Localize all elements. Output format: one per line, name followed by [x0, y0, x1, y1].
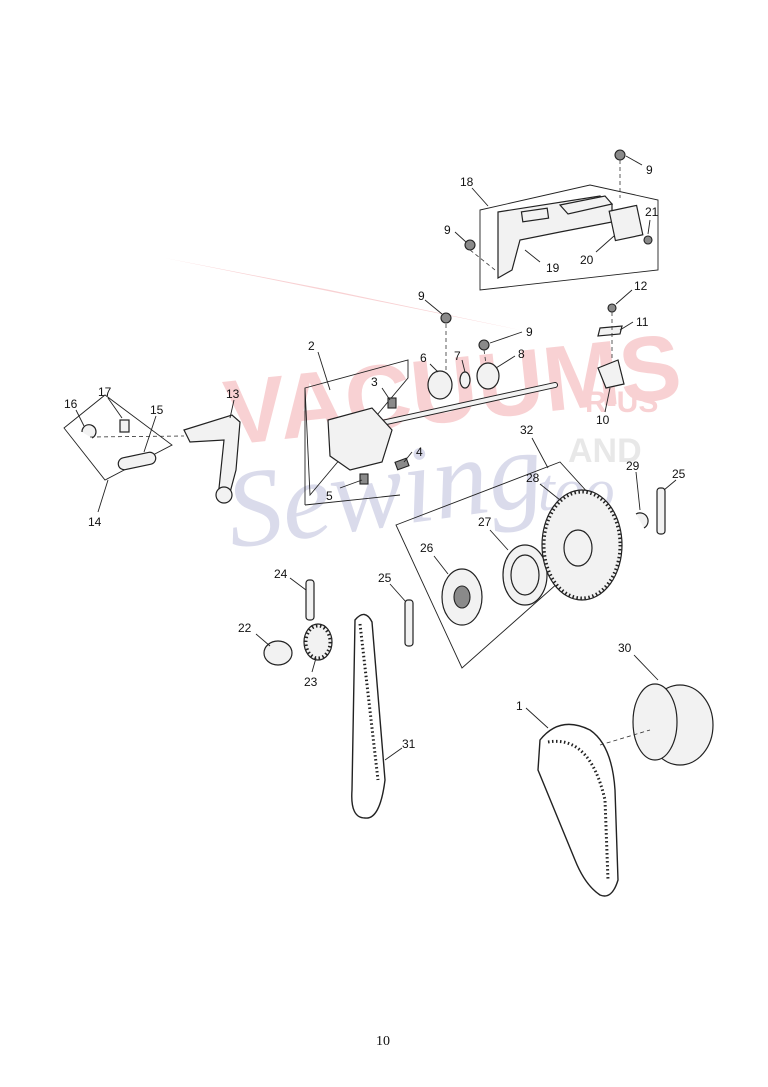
- pulley-30: [599, 683, 714, 766]
- gear-23: [303, 623, 333, 661]
- watermark-swoosh: [165, 258, 520, 330]
- sensor-10: [597, 359, 625, 389]
- callout-32: 32: [520, 423, 534, 437]
- lever-13: [183, 414, 241, 501]
- bracket-group-box: [479, 184, 659, 291]
- callout-9a: 9: [646, 163, 653, 177]
- callout-8: 8: [518, 347, 525, 361]
- belt-31: [351, 613, 386, 819]
- screw-9b: [464, 239, 476, 251]
- callout-3: 3: [371, 375, 378, 389]
- callout-11: 11: [636, 315, 649, 329]
- screw-4: [394, 457, 410, 471]
- pulley-assembly: [395, 461, 666, 669]
- callout-9c: 9: [418, 289, 425, 303]
- callout-26: 26: [420, 541, 434, 555]
- callout-1: 1: [516, 699, 523, 713]
- callout-30: 30: [618, 641, 632, 655]
- callout-29: 29: [626, 459, 640, 473]
- callout-19: 19: [546, 261, 560, 275]
- pin-15: [117, 451, 157, 471]
- bracket-tab: [558, 195, 614, 215]
- screw-9a: [614, 149, 626, 161]
- belt-1: [537, 723, 619, 897]
- bracket-slot: [520, 207, 550, 223]
- switch-block: [608, 204, 644, 242]
- screw-21: [643, 235, 653, 245]
- pin-25a: [656, 487, 666, 535]
- callout-4: 4: [416, 445, 423, 459]
- callouts: 1 2 3 4 5 6 7 8 9 9 9 9 10 11 12 13 14 1…: [64, 163, 686, 751]
- callout-9b: 9: [444, 223, 451, 237]
- callout-16: 16: [64, 397, 78, 411]
- bracket-assembly: [464, 149, 659, 291]
- callout-15: 15: [150, 403, 164, 417]
- crank-cam: [327, 407, 393, 471]
- callout-9d: 9: [526, 325, 533, 339]
- gear-parts: [263, 579, 414, 666]
- screw-12: [607, 303, 617, 313]
- shaft-assembly: [304, 312, 558, 506]
- callout-18: 18: [460, 175, 474, 189]
- plate-11: [597, 325, 623, 337]
- screw-9d: [478, 339, 490, 351]
- callout-21: 21: [645, 205, 659, 219]
- callout-22: 22: [238, 621, 252, 635]
- screw-3: [387, 397, 397, 409]
- callout-25a: 25: [378, 571, 392, 585]
- pin-25b: [404, 599, 414, 647]
- callout-2: 2: [308, 339, 315, 353]
- callout-7: 7: [454, 349, 461, 363]
- leader-lines: [75, 155, 677, 761]
- callout-20: 20: [580, 253, 594, 267]
- e-ring-16: [81, 424, 97, 439]
- pin-24: [305, 579, 315, 621]
- e-ring-29: [635, 512, 649, 529]
- callout-23: 23: [304, 675, 318, 689]
- callout-17: 17: [98, 385, 112, 399]
- callout-24: 24: [274, 567, 288, 581]
- washer-7: [459, 371, 471, 389]
- callout-6: 6: [420, 351, 427, 365]
- lever-13-eye: [215, 486, 233, 504]
- callout-5: 5: [326, 489, 333, 503]
- screw-5: [359, 473, 369, 485]
- callout-31: 31: [402, 737, 416, 751]
- sensor-assembly: [597, 303, 625, 389]
- callout-14: 14: [88, 515, 102, 529]
- callout-25b: 25: [672, 467, 686, 481]
- callout-27: 27: [478, 515, 492, 529]
- linkage-assembly: [63, 394, 241, 504]
- collar-6: [427, 370, 453, 400]
- callout-13: 13: [226, 387, 240, 401]
- watermark-line-2: R-US: [585, 386, 658, 419]
- callout-28: 28: [526, 471, 540, 485]
- callout-12: 12: [634, 279, 648, 293]
- collar-8: [476, 362, 500, 390]
- set-screw-17: [119, 419, 130, 433]
- bushing-22: [263, 640, 293, 666]
- linkage-group-box: [63, 394, 173, 481]
- page-number: 10: [376, 1034, 390, 1049]
- callout-10: 10: [596, 413, 610, 427]
- watermark-line-3: AND: [568, 432, 642, 470]
- shaft-group-bracket: [304, 359, 409, 497]
- screw-9c: [440, 312, 452, 324]
